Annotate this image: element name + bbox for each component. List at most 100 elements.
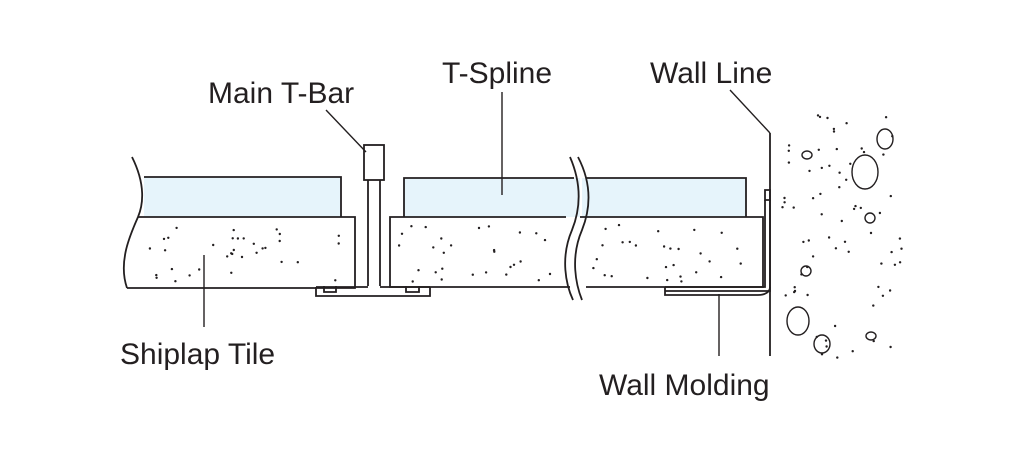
speckle-dot — [592, 266, 595, 270]
speckle-dot — [595, 258, 598, 261]
speckle-dot — [261, 247, 264, 250]
speckle-dot — [621, 241, 624, 244]
speckle-dot — [826, 116, 829, 120]
speckle-dot — [548, 272, 552, 276]
speckle-dot — [432, 246, 435, 249]
speckle-dot — [806, 293, 809, 297]
speckle-dot — [787, 149, 790, 152]
speckle-dot — [634, 244, 638, 247]
speckle-dot — [817, 148, 820, 151]
speckle-dot — [188, 274, 191, 277]
speckle-dot — [832, 127, 836, 131]
speckle-dot — [240, 255, 244, 259]
speckle-dot — [838, 186, 841, 189]
speckle-dot — [255, 251, 258, 254]
speckle-dot — [827, 236, 831, 239]
speckle-dot — [739, 262, 742, 265]
speckle-dot — [212, 243, 215, 247]
tile-middle-texture — [397, 225, 552, 283]
speckle-dot — [264, 246, 267, 250]
speckle-dot — [617, 223, 621, 227]
speckle-dot — [847, 250, 850, 253]
leader-main-t-bar — [325, 109, 367, 153]
tile-right — [580, 177, 764, 288]
speckle-dot — [872, 304, 875, 307]
speckle-dot — [699, 252, 702, 255]
speckle-dot — [672, 263, 675, 267]
speckle-dot — [781, 206, 784, 209]
speckle-dot — [155, 273, 158, 277]
label-main-t-bar: Main T-Bar — [208, 77, 354, 110]
speckle-dot — [854, 204, 857, 208]
speckle-dot — [230, 271, 233, 274]
speckle-dot — [198, 268, 201, 271]
speckle-dot — [280, 260, 283, 264]
speckle-dot — [669, 247, 672, 250]
speckle-dot — [278, 232, 281, 236]
speckle-dot — [845, 122, 848, 125]
main-t-bar — [315, 144, 431, 297]
speckle-dot — [252, 242, 255, 245]
tile-right-texture — [592, 223, 742, 283]
speckle-dot — [449, 244, 453, 247]
speckle-dot — [471, 273, 474, 276]
speckle-dot — [680, 280, 683, 283]
speckle-dot — [148, 247, 152, 250]
speckle-dot — [275, 228, 278, 231]
speckle-dot — [666, 278, 669, 282]
speckle-dot — [838, 171, 841, 174]
speckle-dot — [236, 237, 240, 240]
speckle-dot — [878, 211, 882, 215]
speckle-dot — [862, 150, 866, 154]
leader-lines — [203, 89, 771, 356]
speckle-dot — [505, 273, 508, 276]
speckle-dot — [890, 250, 893, 254]
speckle-dot — [603, 274, 606, 277]
speckle-dot — [898, 261, 902, 264]
speckle-dot — [849, 162, 852, 165]
speckle-dot — [719, 275, 723, 279]
speckle-dot — [807, 239, 810, 242]
speckle-dot — [337, 234, 340, 237]
speckle-dot — [278, 239, 281, 243]
speckle-dot — [820, 166, 823, 170]
speckle-dot — [424, 225, 427, 229]
speckle-dot — [889, 345, 892, 349]
speckle-dot — [296, 261, 299, 264]
speckle-dot — [828, 164, 831, 167]
speckle-dot — [535, 232, 538, 235]
label-shiplap-tile: Shiplap Tile — [120, 338, 275, 371]
label-wall-molding: Wall Molding — [599, 369, 770, 402]
speckle-dot — [519, 260, 522, 263]
speckle-dot — [646, 276, 649, 280]
speckle-dot — [601, 244, 604, 247]
speckle-dot — [543, 238, 547, 242]
wall-molding — [664, 189, 771, 296]
speckle-dot — [175, 226, 178, 230]
speckle-dot — [417, 269, 420, 272]
speckle-dot — [783, 196, 786, 200]
tile-left-texture — [148, 226, 340, 283]
speckle-dot — [440, 237, 443, 240]
speckle-dot — [410, 225, 413, 228]
speckle-dot — [174, 280, 177, 283]
speckle-dot — [604, 227, 607, 231]
speckle-dot — [693, 228, 696, 232]
speckle-dot — [900, 247, 903, 250]
speckle-dot — [859, 206, 862, 210]
speckle-dot — [893, 263, 897, 266]
speckle-dot — [664, 265, 668, 269]
speckle-dot — [880, 262, 883, 265]
speckle-dot — [835, 147, 838, 151]
label-wall-line: Wall Line — [650, 57, 772, 90]
speckle-dot — [832, 130, 836, 133]
speckle-dot — [888, 289, 892, 292]
speckle-dot — [836, 356, 839, 359]
speckle-dot — [816, 114, 820, 117]
speckle-dot — [493, 250, 496, 253]
speckle-dot — [695, 271, 698, 274]
speckle-dot — [792, 206, 795, 209]
speckle-dot — [820, 213, 823, 216]
speckle-dot — [882, 153, 885, 156]
